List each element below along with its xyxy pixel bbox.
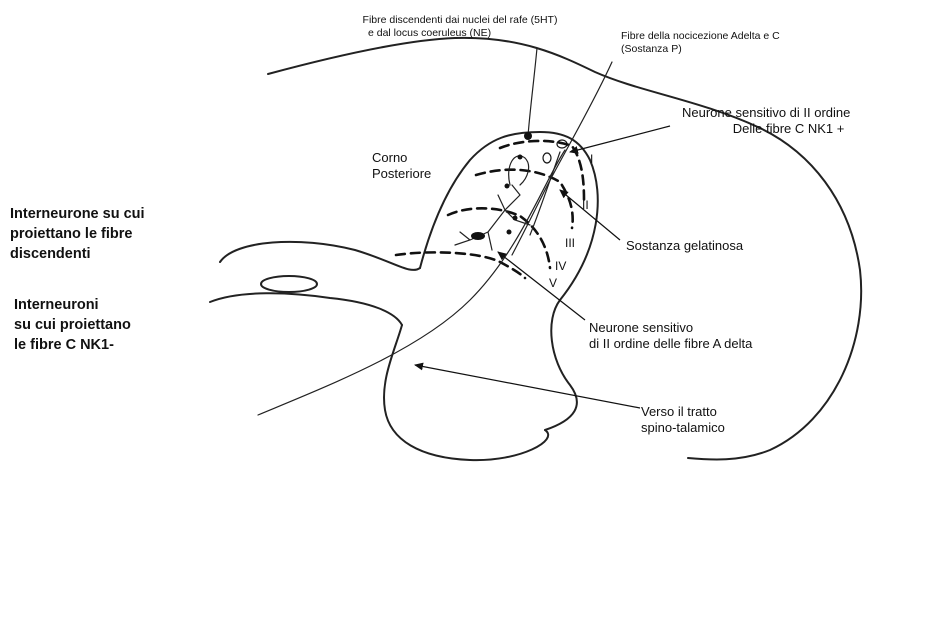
lamina-label-ii: II (582, 199, 589, 211)
neuron-dot-4 (507, 230, 512, 235)
interneuron-desc-line2: proiettano le fibre (10, 224, 145, 244)
label-gelatinosa: Sostanza gelatinosa (626, 238, 743, 254)
neuron-c-line2: Delle fibre C NK1 + (682, 121, 850, 137)
neuron-dot-2 (518, 155, 523, 160)
descending-fibers-line2: e dal locus coeruleus (NE) (360, 27, 560, 40)
outline-left-lower (210, 293, 402, 325)
interneuron-branches (455, 185, 530, 250)
interneuron-body (471, 232, 485, 240)
nociception-line2: (Sostanza P) (621, 43, 780, 56)
arrow-neuron-c (570, 126, 670, 152)
interneuron-desc-line3: discendenti (10, 244, 145, 264)
adelta-neuron-body (543, 153, 551, 163)
label-descending-fibers: Fibre discendenti dai nuclei del rafe (5… (360, 14, 560, 40)
interneuron-c-line1: Interneuroni (14, 295, 131, 315)
label-interneuron-c: Interneuroni su cui proiettano le fibre … (14, 295, 131, 355)
neuron-dot-3 (513, 216, 518, 221)
arrow-tract (415, 365, 640, 408)
lamina-label-iii: III (565, 237, 575, 249)
descending-fiber-line (528, 48, 537, 136)
neuron-dot-1 (505, 184, 510, 189)
lamina-label-v: V (549, 277, 557, 289)
outline-lower-left (220, 242, 420, 270)
label-corno-posteriore: Corno Posteriore (372, 150, 431, 182)
nociceptive-fiber-line-2 (530, 152, 560, 235)
lamina-label-iv: IV (555, 260, 566, 272)
interneuron-desc-line1: Interneurone su cui (10, 204, 145, 224)
interneuron-c-line3: le fibre C NK1- (14, 335, 131, 355)
spinothalamic-fiber (258, 150, 565, 415)
tract-line2: spino-talamico (641, 420, 725, 436)
neuron-a-line1: Neurone sensitivo (589, 320, 752, 336)
nociception-line1: Fibre della nocicezione Adelta e C (621, 30, 780, 43)
descending-fibers-line1: Fibre discendenti dai nuclei del rafe (5… (360, 14, 560, 27)
label-neuron-c: Neurone sensitivo di II ordine Delle fib… (682, 105, 850, 137)
label-tract: Verso il tratto spino-talamico (641, 404, 725, 436)
label-neuron-a: Neurone sensitivo di II ordine delle fib… (589, 320, 752, 352)
corno-line1: Corno (372, 150, 431, 166)
tract-line1: Verso il tratto (641, 404, 725, 420)
nociceptive-fiber-line (512, 62, 612, 255)
lamina-label-i: I (590, 153, 593, 165)
label-nociception: Fibre della nocicezione Adelta e C (Sost… (621, 30, 780, 56)
neuron-a-line2: di II ordine delle fibre A delta (589, 336, 752, 352)
arrow-gelatinosa (560, 190, 620, 240)
central-canal (261, 276, 317, 292)
label-interneuron-descending: Interneurone su cui proiettano le fibre … (10, 204, 145, 264)
arrow-neuron-a (498, 252, 585, 320)
interneuron-c-line2: su cui proiettano (14, 315, 131, 335)
corno-line2: Posteriore (372, 166, 431, 182)
neuron-c-line1: Neurone sensitivo di II ordine (682, 105, 850, 121)
raphe-terminal-dot (524, 132, 532, 140)
